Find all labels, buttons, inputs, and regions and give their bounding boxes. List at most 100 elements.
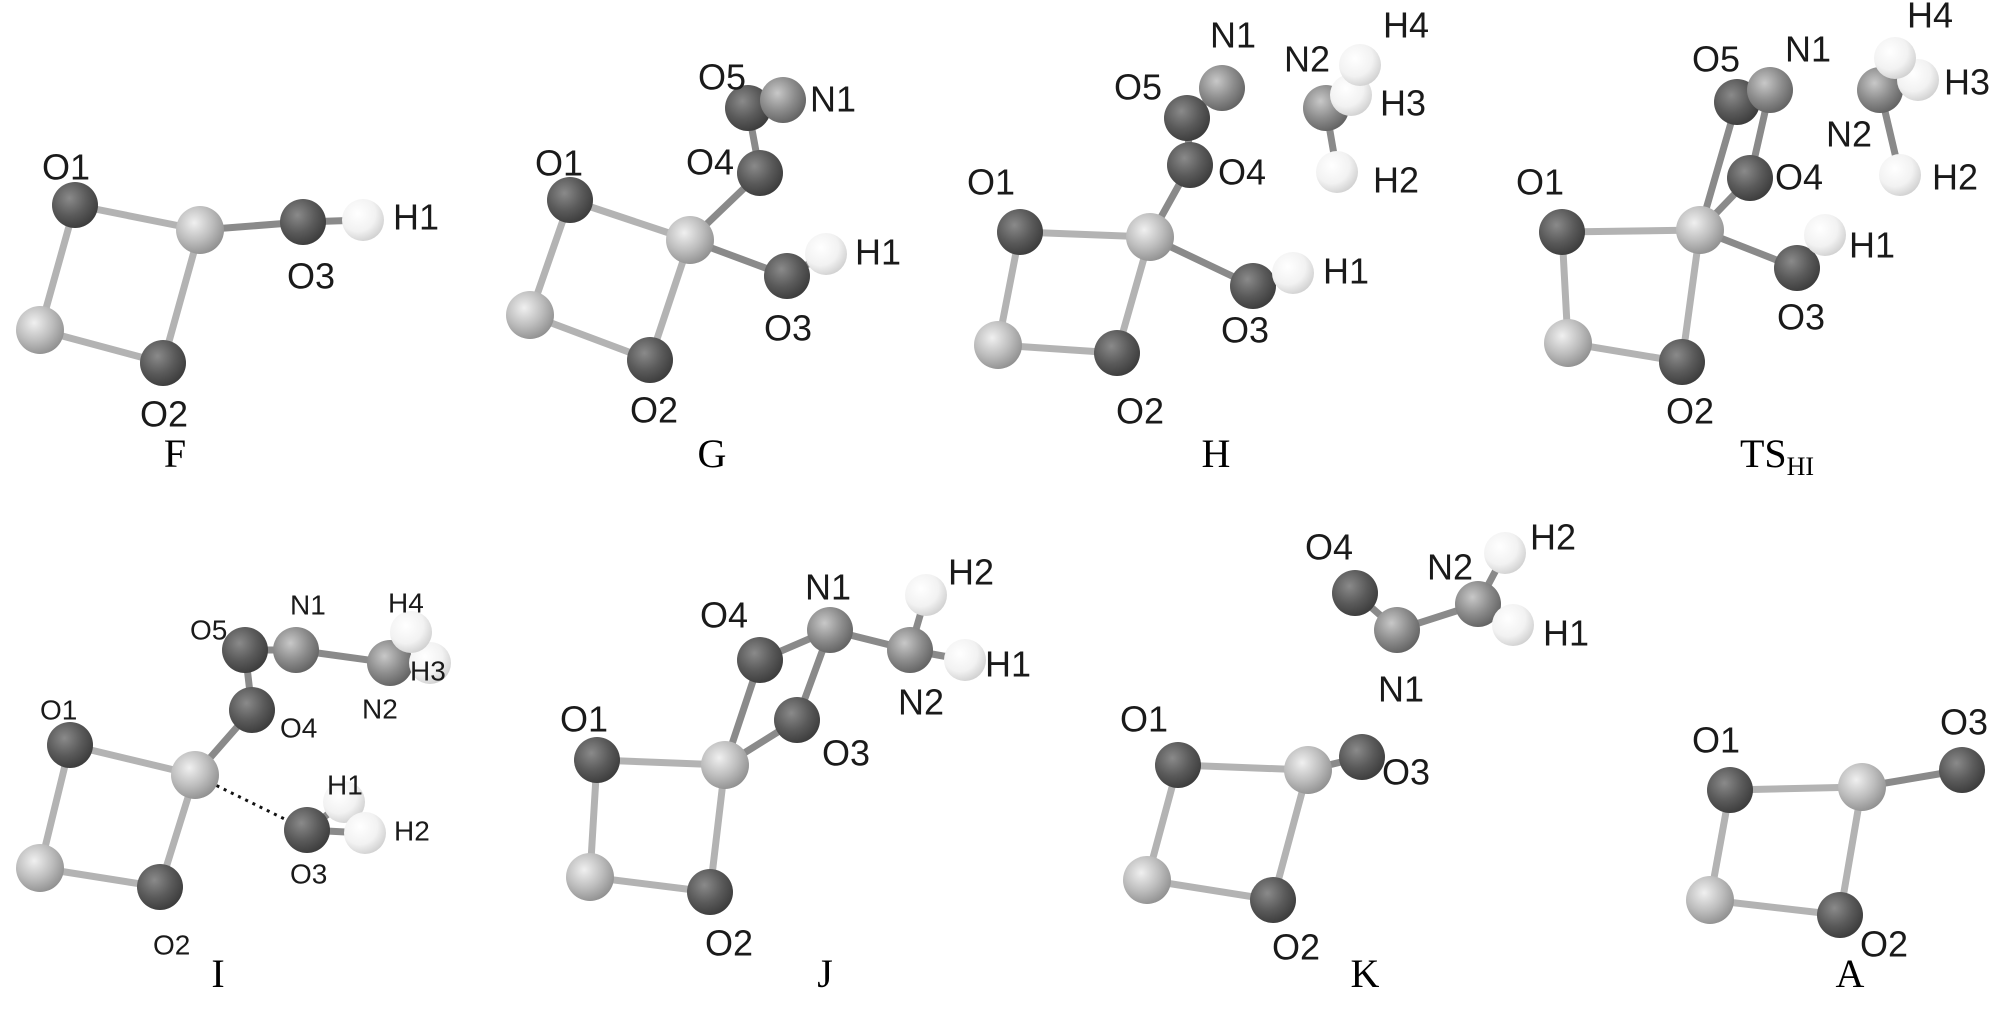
atom-label-o3: O3: [1940, 702, 1988, 743]
hydrogen-atom-h2: [344, 812, 386, 854]
metal-atom-m1: [16, 306, 64, 354]
atom-label-o3: O3: [1221, 310, 1269, 351]
metal-atom-m2: [1676, 206, 1724, 254]
hydrogen-atom-h4: [390, 611, 432, 653]
oxygen-atom-o1: [47, 722, 93, 768]
atom-label-n1: N1: [810, 79, 856, 120]
panel-caption: TSHI: [1740, 431, 1814, 481]
atom-label-o3: O3: [287, 256, 335, 297]
hydrogen-atom-h1: [1492, 604, 1534, 646]
metal-atom-m2: [666, 216, 714, 264]
hydrogen-atom-h1: [944, 639, 986, 681]
atom-label-o2: O2: [1272, 927, 1320, 968]
atom-label-h3: H3: [1944, 62, 1990, 103]
hydrogen-atom-h2: [1484, 532, 1526, 574]
atom-label-n1: N1: [805, 567, 851, 608]
atom-label-o1: O1: [560, 699, 608, 740]
nitrogen-atom-n1: [760, 77, 806, 123]
atom-label-o3: O3: [822, 733, 870, 774]
oxygen-atom-o1: [52, 182, 98, 228]
metal-atom-m1: [566, 853, 614, 901]
oxygen-atom-o2: [687, 869, 733, 915]
metal-atom-m2: [1126, 213, 1174, 261]
oxygen-atom-o3: [774, 697, 820, 743]
oxygen-atom-o1: [997, 209, 1043, 255]
nitrogen-atom-n1: [807, 607, 853, 653]
atom-label-h2: H2: [1373, 160, 1419, 201]
oxygen-atom-o3: [1939, 747, 1985, 793]
hydrogen-atom-h2: [1879, 154, 1921, 196]
atom-label-h2: H2: [1932, 157, 1978, 198]
atom-label-h3: H3: [1380, 83, 1426, 124]
atom-label-n1: N1: [1785, 29, 1831, 70]
atom-label-h2: H2: [394, 815, 430, 846]
oxygen-atom-o5: [222, 627, 268, 673]
atom-label-n2: N2: [1427, 547, 1473, 588]
atom-label-o1: O1: [40, 694, 77, 725]
oxygen-atom-o2: [1817, 892, 1863, 938]
atom-label-n2: N2: [1826, 114, 1872, 155]
atom-label-h2: H2: [948, 552, 994, 593]
atom-label-n2: N2: [362, 693, 398, 724]
atom-label-o4: O4: [1775, 157, 1823, 198]
oxygen-atom-o2: [1250, 877, 1296, 923]
panel-caption-main: I: [211, 951, 224, 996]
oxygen-atom-o3: [1774, 245, 1820, 291]
oxygen-atom-o3: [280, 199, 326, 245]
atom-label-h1: H1: [327, 769, 363, 800]
atom-label-o1: O1: [967, 162, 1015, 203]
metal-atom-m1: [506, 291, 554, 339]
atom-label-o5: O5: [190, 614, 227, 645]
atom-label-h1: H1: [393, 197, 439, 238]
nitrogen-atom-n1: [1199, 65, 1245, 111]
metal-atom-m2: [701, 741, 749, 789]
oxygen-atom-o1: [547, 177, 593, 223]
atom-label-n2: N2: [1284, 39, 1330, 80]
atom-label-o1: O1: [535, 143, 583, 184]
hydrogen-atom-h4: [1339, 44, 1381, 86]
oxygen-atom-o4: [737, 637, 783, 683]
panels-layer: O1O2O3H1FO1O2O3O4O5N1H1GO1O2O3O4O5N1N2H1…: [16, 0, 1990, 996]
atom-label-o3: O3: [764, 308, 812, 349]
atom-label-h4: H4: [1907, 0, 1953, 36]
metal-atom-m1: [974, 321, 1022, 369]
hydrogen-atom-h1: [323, 781, 365, 823]
atom-label-o2: O2: [705, 923, 753, 964]
oxygen-atom-o1: [574, 737, 620, 783]
atom-label-o3: O3: [1382, 752, 1430, 793]
atom-label-o2: O2: [1116, 391, 1164, 432]
atom-label-n1: N1: [290, 589, 326, 620]
atom-label-o1: O1: [1516, 162, 1564, 203]
panel-caption-main: H: [1202, 431, 1231, 476]
panel-caption-main: K: [1351, 951, 1380, 996]
atom-label-o4: O4: [700, 595, 748, 636]
atom-label-o1: O1: [1692, 720, 1740, 761]
metal-atom-m2: [176, 206, 224, 254]
atom-label-o1: O1: [1120, 699, 1168, 740]
atom-label-h1: H1: [985, 644, 1031, 685]
hydrogen-atom-h4: [1874, 37, 1916, 79]
atom-label-o3: O3: [290, 858, 327, 889]
nitrogen-atom-n1: [1747, 67, 1793, 113]
metal-atom-m1: [1544, 319, 1592, 367]
atom-label-h2: H2: [1530, 517, 1576, 558]
atom-label-o3: O3: [1777, 297, 1825, 338]
atom-label-o5: O5: [1114, 67, 1162, 108]
atom-label-h4: H4: [1383, 5, 1429, 46]
oxygen-atom-o2: [1659, 339, 1705, 385]
oxygen-atom-o4: [1727, 155, 1773, 201]
atom-label-h1: H1: [1543, 613, 1589, 654]
oxygen-atom-o3: [764, 253, 810, 299]
nitrogen-atom-n1: [1374, 607, 1420, 653]
oxygen-atom-o1: [1707, 767, 1753, 813]
panel-caption-main: F: [164, 431, 186, 476]
oxygen-atom-o1: [1155, 742, 1201, 788]
oxygen-atom-o3: [1339, 734, 1385, 780]
